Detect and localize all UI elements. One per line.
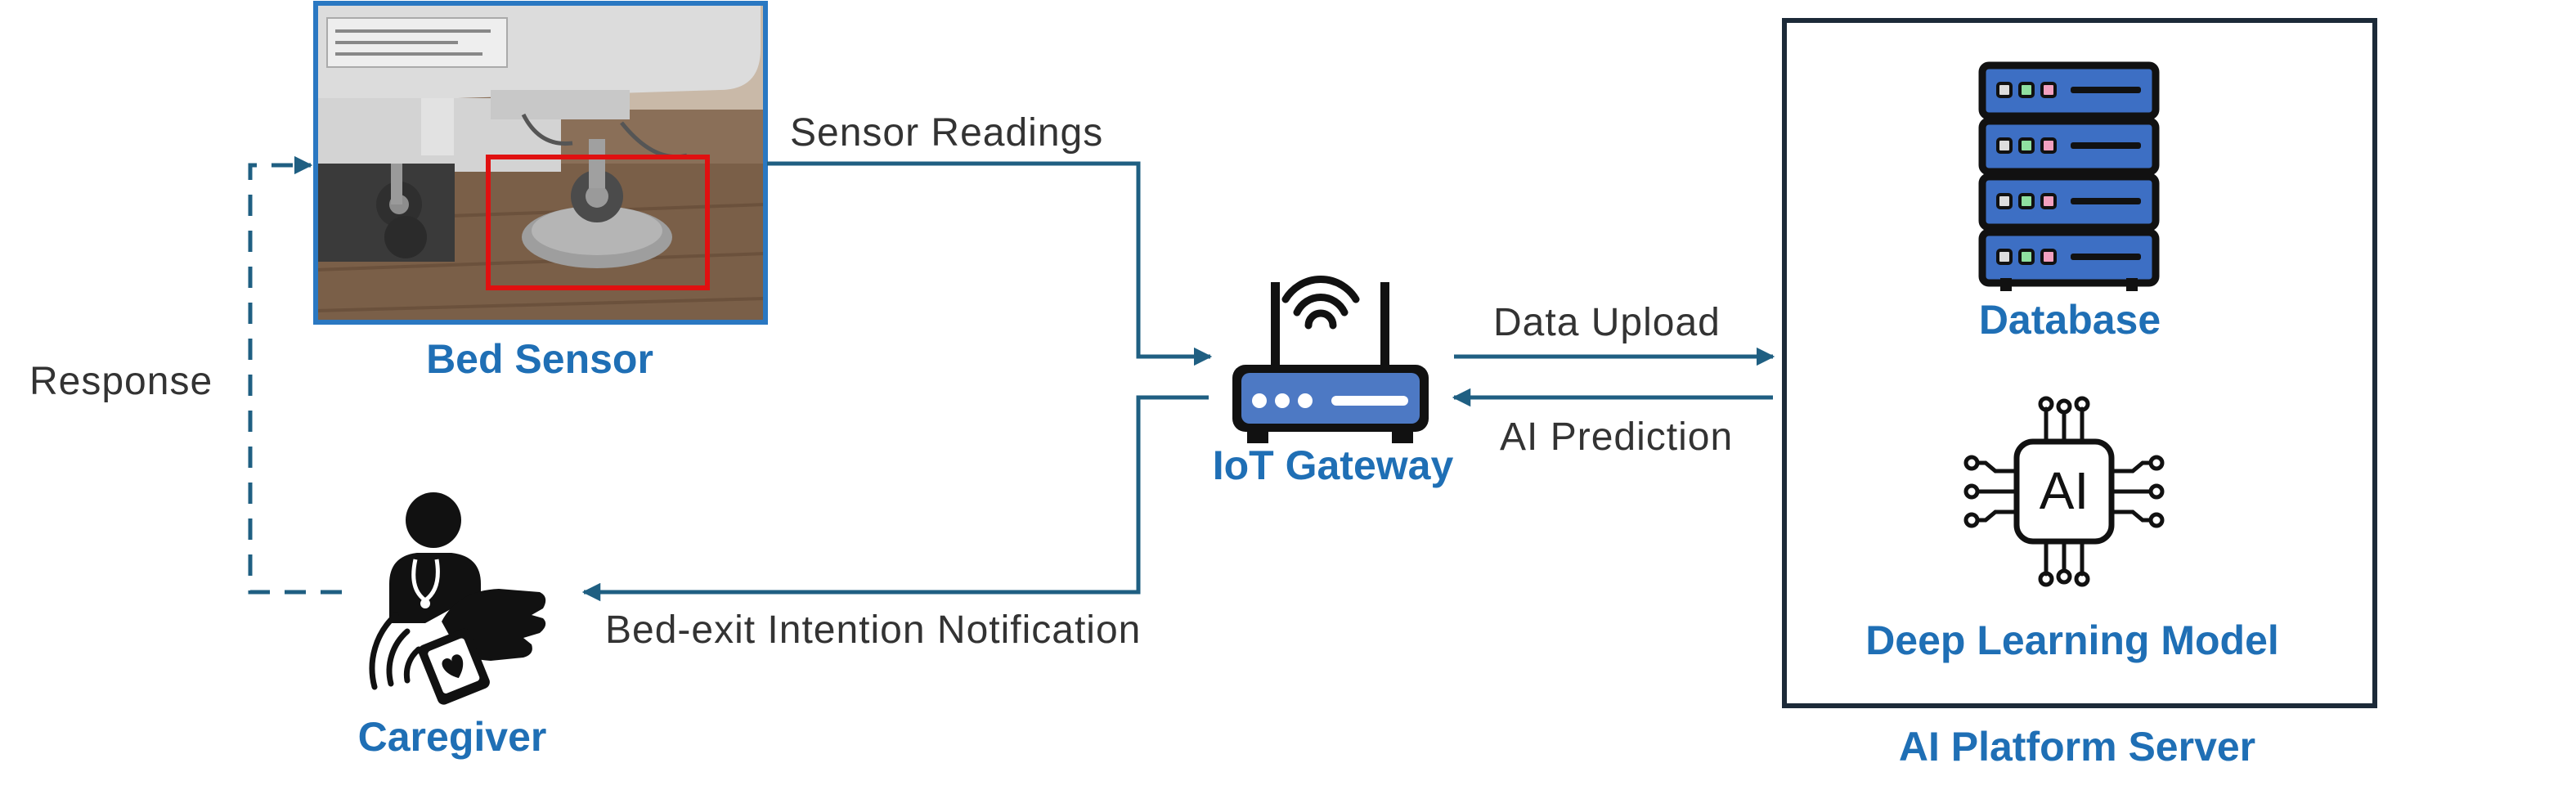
arrow-bed-exit-notification (581, 395, 1209, 602)
label-data-upload: Data Upload (1493, 301, 1721, 344)
router-icon (1232, 276, 1429, 443)
label-bed-exit-notification: Bed-exit Intention Notification (605, 608, 1141, 652)
caregiver-icon (369, 492, 546, 705)
arrow-sensor-readings (767, 161, 1213, 366)
label-ai-platform-server: AI Platform Server (1899, 724, 2255, 770)
label-caregiver: Caregiver (358, 714, 547, 760)
ai-platform-server-box (1782, 18, 2377, 708)
label-database: Database (1979, 297, 2161, 343)
label-ai-prediction: AI Prediction (1500, 415, 1733, 459)
label-bed-sensor: Bed Sensor (426, 336, 653, 382)
server-rack-icon (1978, 61, 2160, 291)
label-response: Response (29, 360, 213, 403)
bed-sensor-photo (313, 1, 768, 325)
label-iot-gateway: IoT Gateway (1213, 442, 1454, 488)
label-sensor-readings: Sensor Readings (790, 111, 1103, 155)
label-deep-learning-model: Deep Learning Model (1865, 617, 2279, 663)
arrow-response (248, 155, 342, 595)
ai-chip-text: AI (2040, 461, 2089, 520)
ai-chip-icon (1963, 396, 2165, 587)
sensor-highlight-box (486, 155, 710, 290)
